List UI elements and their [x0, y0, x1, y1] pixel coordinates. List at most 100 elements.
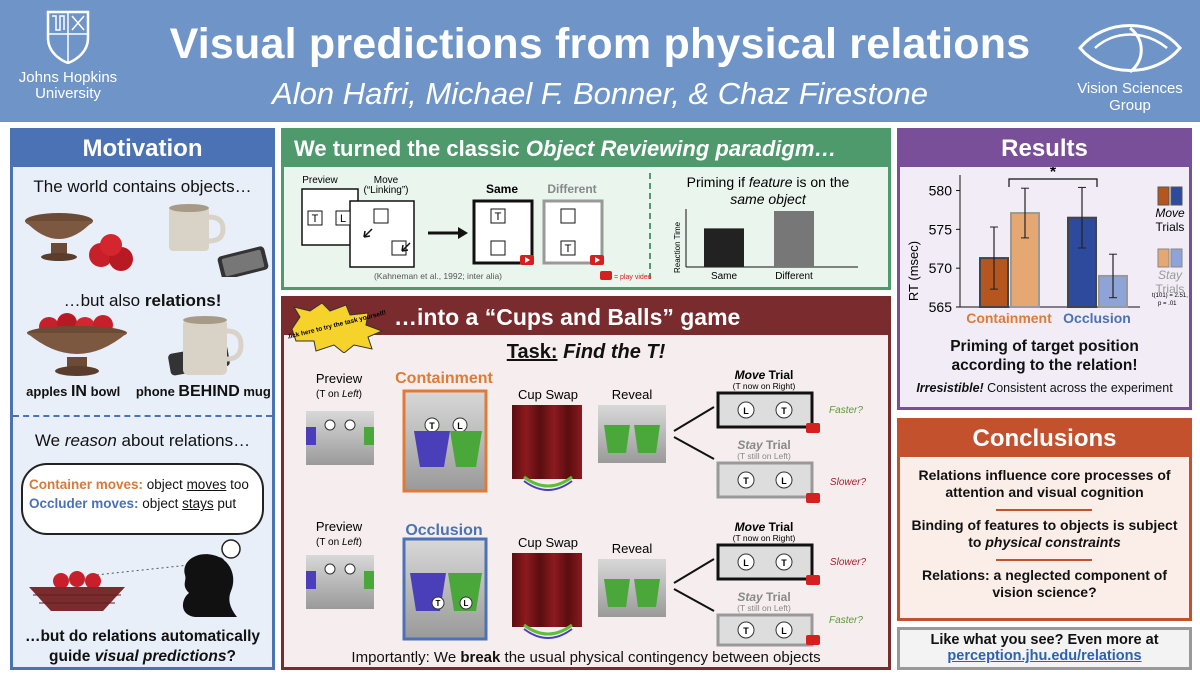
move-square-top: [373, 208, 389, 224]
motivation-divider: [13, 415, 272, 417]
move-arrow-icon-2: [401, 242, 411, 252]
reviewing-heading-em: Object Reviewing paradigm…: [525, 136, 837, 161]
container-post: too: [226, 477, 249, 492]
consistent-text: Consistent across the experiment: [983, 381, 1173, 395]
relations-link[interactable]: perception.jhu.edu/relations: [947, 648, 1142, 664]
results-note: Irresistible! Consistent across the expe…: [900, 381, 1189, 395]
occluder-rule: Occluder moves: object stays put: [29, 496, 256, 511]
relation-captions: apples IN bowl phone BEHIND mug: [13, 383, 272, 401]
results-y-tick-570: 570: [929, 260, 953, 276]
question-line2-pre: guide: [49, 648, 95, 665]
question-line2-post: ?: [226, 648, 236, 665]
arrow-head-icon: [458, 227, 468, 239]
row1-preview-scene: [306, 411, 374, 465]
task-label: Task:: [506, 341, 558, 363]
results-legend: Move Trials Stay Trials: [1155, 186, 1185, 296]
row2-reveal-label: Reveal: [612, 541, 653, 556]
apples-bowl-icon: [29, 571, 125, 611]
cups-diagram: Preview (T on Left) Containment T L Cup …: [306, 368, 866, 647]
university-name: Johns Hopkins University: [18, 69, 118, 102]
row1-preview-label: Preview: [316, 371, 363, 386]
apples-caption-pre: apples: [26, 384, 71, 399]
occlusion-letter-l: L: [464, 599, 469, 608]
question-line2: guide visual predictions?: [13, 647, 272, 667]
row2-swap-label: Cup Swap: [518, 535, 578, 550]
row2-move-letter-t: T: [781, 558, 787, 568]
row1-stay-play-icon[interactable]: [806, 493, 820, 503]
row1-arrow-down: [673, 436, 715, 460]
row2-preview-label: Preview: [316, 519, 363, 534]
conclusion-item-3: Relations: a neglected component of visi…: [921, 567, 1168, 600]
row1-move-outcome: [716, 391, 814, 429]
row1-move-play-icon[interactable]: [806, 423, 820, 433]
container-label: Container moves:: [29, 477, 144, 492]
priming-line2: same object: [730, 191, 807, 207]
results-x-tick-occlusion: Occlusion: [1063, 310, 1131, 326]
apples-caption-post: bowl: [86, 384, 121, 399]
results-caption: Priming of target position according to …: [900, 337, 1189, 375]
conclusions-heading: Conclusions: [900, 421, 1189, 457]
results-x-tick-containment: Containment: [966, 310, 1052, 326]
row2-t-left: (T on Left): [316, 537, 362, 548]
preview-label: Preview: [302, 175, 338, 186]
reviewing-diagram: Preview Move (“Linking”) T L Same T Diff…: [301, 173, 858, 283]
different-letter-t: T: [565, 243, 572, 255]
conclusion-item-2-pre: Binding of features to objects is subjec…: [911, 517, 1178, 550]
poster-header: Johns Hopkins University Visual predicti…: [0, 0, 1200, 122]
move-label: Move: [374, 175, 399, 186]
poster-authors: Alon Hafri, Michael F. Bonner, & Chaz Fi…: [272, 76, 928, 111]
same-square-top: [490, 208, 506, 224]
same-square-bottom: [490, 240, 506, 256]
priming-line1: Priming if feature is on the: [687, 174, 850, 190]
row1-reveal-label: Reveal: [612, 387, 653, 402]
reason-em: reason: [64, 431, 117, 450]
containment-letter-t: T: [429, 421, 435, 431]
move-square-bottom: [391, 240, 407, 256]
row1-t-still-left: (T still on Left): [737, 451, 791, 461]
legend-stay: Stay: [1158, 268, 1183, 282]
swap-arrow-icon: [523, 475, 573, 488]
row2-stay-play-icon[interactable]: [806, 635, 820, 645]
row1-t-now-right: (T now on Right): [733, 381, 796, 391]
preview-letter-l: L: [340, 213, 346, 225]
containment-letter-l: L: [457, 421, 463, 431]
row2-move-play-icon[interactable]: [806, 575, 820, 585]
results-y-tick-575: 575: [929, 221, 953, 237]
shield-icon: [46, 10, 90, 64]
row2-stay-letter-l: L: [781, 626, 787, 636]
reasoning-illustration: [29, 539, 241, 617]
try-task-badge[interactable]: Click here to try the task yourself!: [288, 303, 388, 353]
relations-line-bold: relations!: [144, 291, 222, 310]
row1-t-left: (T on Left): [316, 389, 362, 400]
row1-move-letter-t: T: [781, 406, 787, 416]
row2-preview-scene: [306, 555, 374, 609]
mug-image: [169, 204, 226, 251]
vsg-logo: Vision Sciences Group: [1060, 18, 1200, 114]
group-name: Vision Sciences Group: [1077, 80, 1183, 114]
same-letter-t: T: [495, 211, 502, 223]
row2-arrow-down: [673, 588, 715, 612]
citation-text: (Kahneman et al., 1992; inter alia): [374, 271, 502, 281]
occluder-pre: object: [138, 496, 183, 511]
row1-move-letter-l: L: [743, 406, 749, 416]
motivation-question: …but do relations automatically guide vi…: [13, 627, 272, 667]
legend-move: Move: [1155, 206, 1185, 220]
rt-bar-different: [774, 211, 814, 267]
rt-bar-same: [704, 228, 744, 267]
row2-t-now-right: (T now on Right): [733, 533, 796, 543]
different-square-top: [560, 208, 576, 224]
row2-move-trial: Move Trial: [735, 520, 794, 534]
play-video-legend-icon: [600, 271, 612, 280]
apples-caption-bold: IN: [70, 383, 87, 400]
reason-line: We reason about relations…: [13, 431, 272, 451]
preview-square-right: [335, 210, 351, 226]
container-underlined: moves: [186, 477, 227, 492]
different-label: Different: [547, 182, 596, 196]
green-cup-icon-2: [448, 573, 482, 611]
relation-thought-bubble: Container moves: object moves too Occlud…: [21, 463, 264, 535]
row2-stay-outcome: [716, 613, 814, 647]
conclusion-divider-1: [996, 509, 1092, 511]
importantly-pre: Importantly: We: [351, 649, 461, 666]
